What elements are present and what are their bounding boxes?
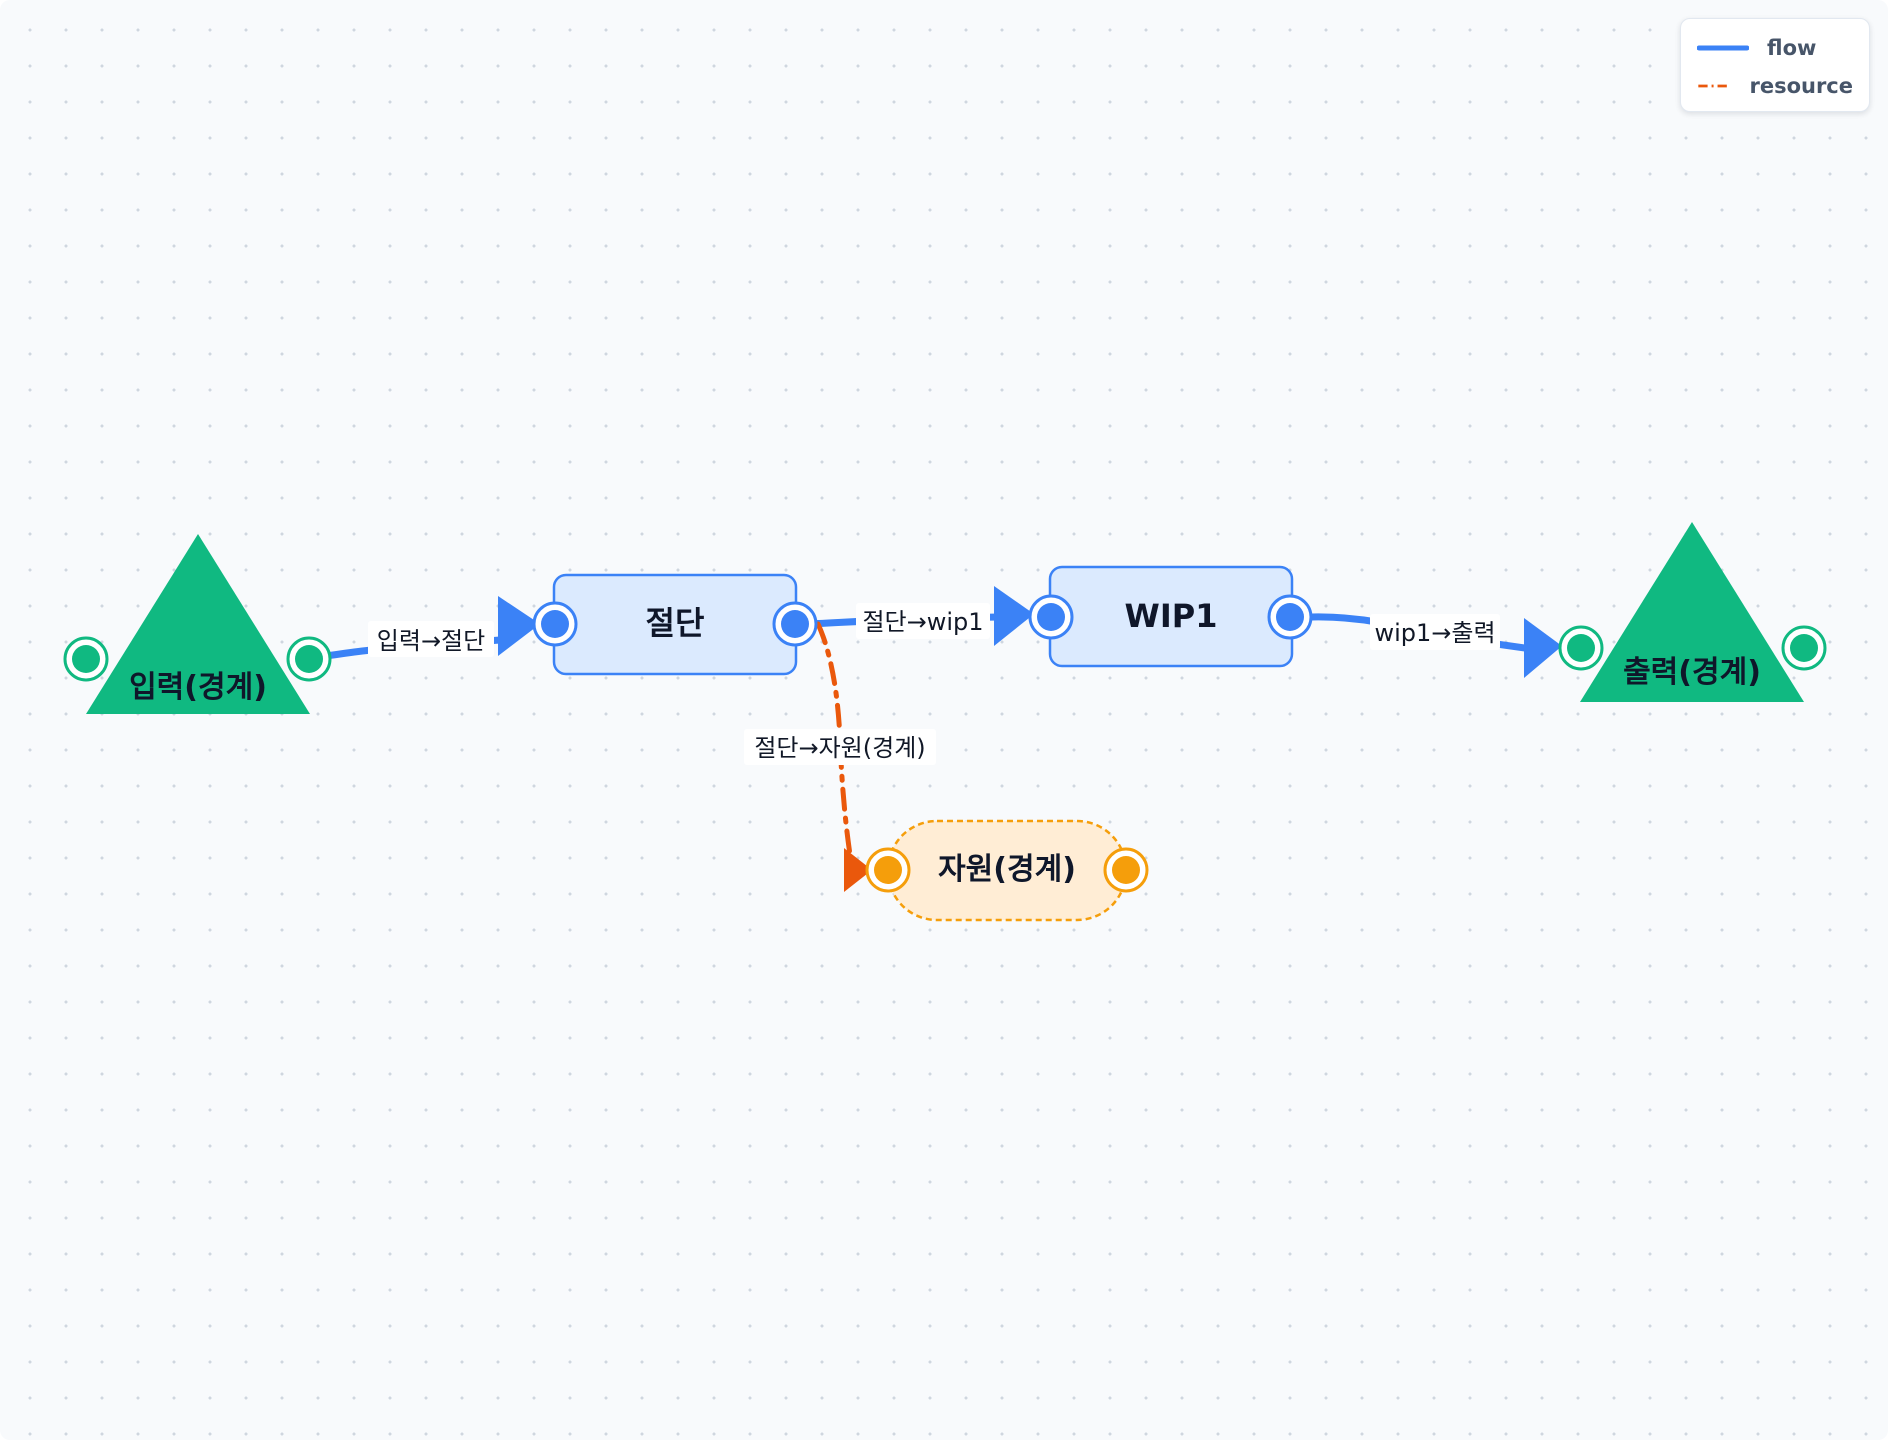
output-port-right[interactable] xyxy=(1781,625,1827,671)
node-input-boundary[interactable]: 입력(경계) xyxy=(63,534,332,714)
flow-arrow-head xyxy=(1524,618,1562,678)
legend: flow resource xyxy=(1680,18,1870,112)
svg-text:절단→wip1: 절단→wip1 xyxy=(862,608,983,636)
legend-flow-label: flow xyxy=(1767,36,1817,60)
node-input-label: 입력(경계) xyxy=(129,670,267,705)
resource-port-left[interactable] xyxy=(865,847,911,893)
input-port-left[interactable] xyxy=(63,636,109,682)
node-wip1-process[interactable]: WIP1 xyxy=(1028,565,1313,668)
svg-text:wip1→출력: wip1→출력 xyxy=(1374,619,1495,647)
flow-arrow-head xyxy=(498,596,540,656)
resource-dashdot-line-icon xyxy=(1698,84,1731,88)
edge-label-cut-resource: 절단→자원(경계) xyxy=(744,729,936,765)
wip1-port-left[interactable] xyxy=(1028,594,1074,640)
node-cut-process[interactable]: 절단 xyxy=(532,573,818,676)
input-port-right[interactable] xyxy=(286,636,332,682)
output-port-left[interactable] xyxy=(1558,625,1604,671)
node-resource-label: 자원(경계) xyxy=(938,852,1076,887)
flow-arrow-head xyxy=(994,586,1034,646)
svg-text:절단→자원(경계): 절단→자원(경계) xyxy=(754,734,925,762)
edge-label-input-cut: 입력→절단 xyxy=(368,621,494,657)
resource-arrow-head xyxy=(844,848,872,892)
wip1-port-right[interactable] xyxy=(1267,594,1313,640)
edge-label-wip1-output: wip1→출력 xyxy=(1370,614,1500,650)
node-output-boundary[interactable]: 출력(경계) xyxy=(1558,522,1827,702)
resource-port-right[interactable] xyxy=(1103,847,1149,893)
flow-line-icon xyxy=(1697,45,1749,51)
legend-item-flow: flow xyxy=(1697,29,1853,67)
svg-text:입력→절단: 입력→절단 xyxy=(377,627,485,655)
node-wip1-label: WIP1 xyxy=(1125,597,1218,635)
legend-resource-label: resource xyxy=(1749,74,1853,98)
cut-port-right[interactable] xyxy=(772,601,818,647)
node-output-label: 출력(경계) xyxy=(1623,655,1761,690)
node-resource-boundary[interactable]: 자원(경계) xyxy=(865,819,1149,922)
node-cut-label: 절단 xyxy=(646,604,705,642)
edge-label-cut-wip1: 절단→wip1 xyxy=(856,603,990,639)
legend-item-resource: resource xyxy=(1697,67,1853,105)
cut-port-left[interactable] xyxy=(532,601,578,647)
